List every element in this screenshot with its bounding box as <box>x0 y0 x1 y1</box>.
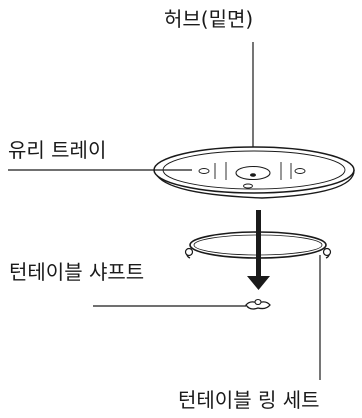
turntable-ring-set-label: 턴테이블 링 세트 <box>178 388 320 412</box>
down-arrow <box>247 262 270 290</box>
turntable-ring <box>184 231 332 259</box>
hub-label: 허브(밑면) <box>164 7 254 31</box>
glass-tray-label: 유리 트레이 <box>8 138 107 162</box>
glass-tray <box>153 146 355 199</box>
turntable-shaft <box>245 298 271 310</box>
turntable-shaft-label: 턴테이블 샤프트 <box>9 260 145 284</box>
assembly-shaft-bar <box>256 210 261 263</box>
